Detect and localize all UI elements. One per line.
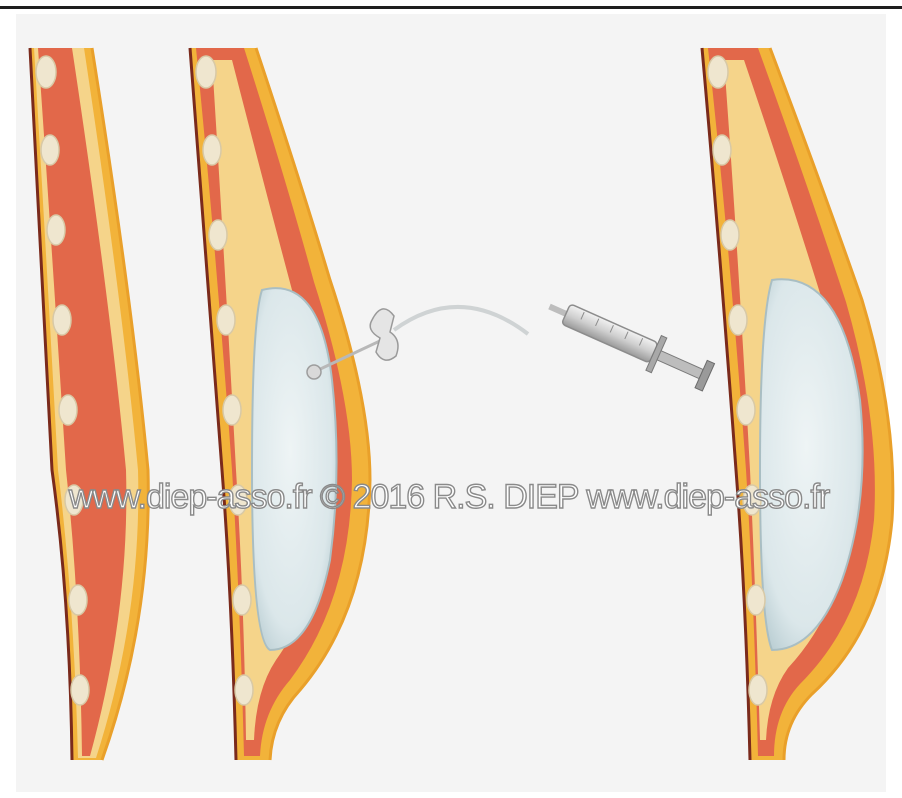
butterfly-needle: [370, 309, 398, 360]
chest-wall-before: [30, 48, 148, 760]
syringe-icon: [542, 289, 716, 394]
expanded-result: [702, 48, 893, 760]
expander-being-filled: [190, 48, 528, 760]
infusion-tube: [394, 307, 528, 334]
watermark-text: www.diep-asso.fr © 2016 R.S. DIEP www.di…: [68, 478, 830, 516]
